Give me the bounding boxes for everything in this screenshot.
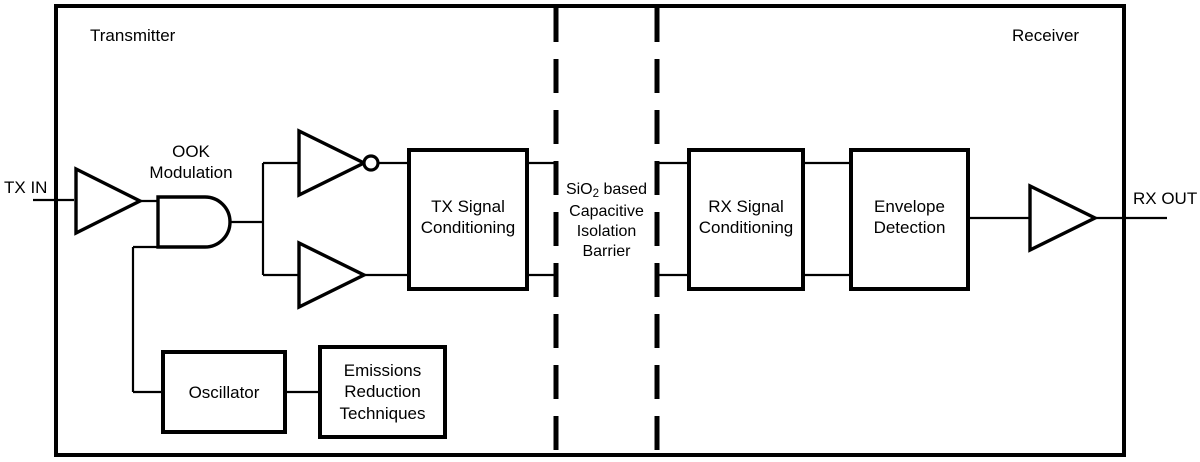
emissions-reduction-techniques-label: Emissions Reduction Techniques (320, 360, 445, 424)
ook-modulation-label: OOK Modulation (130, 141, 252, 184)
output-buffer-icon (1028, 183, 1099, 253)
ook-modulation-line-1: OOK (172, 142, 210, 161)
tx-signal-conditioning-line-2: Conditioning (420, 218, 516, 238)
envelope-detection-line-2: Detection (873, 218, 946, 238)
isolation-barrier-label: SiO2 based Capacitive Isolation Barrier (559, 180, 654, 262)
envelope-detection-block (849, 148, 970, 291)
rx-signal-conditioning-line-2: Conditioning (698, 218, 794, 238)
tx-signal-conditioning-block (407, 148, 529, 291)
envelope-detection-line-1: Envelope (874, 197, 945, 216)
outer-enclosure-border (54, 4, 1126, 457)
oscillator-block (161, 350, 287, 434)
tx-signal-conditioning-line-1: TX Signal (431, 197, 505, 216)
barrier-formula-suffix: based (599, 181, 648, 198)
emissions-reduction-line-2: Reduction (344, 382, 421, 402)
rx-signal-conditioning-line-1: RX Signal (708, 197, 784, 216)
tx-signal-conditioning-label: TX Signal Conditioning (409, 196, 527, 239)
inverter-icon (297, 128, 368, 198)
transmitter-section-label: Transmitter (90, 26, 176, 45)
isolation-barrier-line-2: Capacitive (569, 202, 644, 220)
barrier-formula-subscript: 2 (592, 188, 600, 201)
oscillator-label: Oscillator (163, 382, 285, 403)
inverter-bubble-icon (362, 154, 380, 172)
isolation-barrier-line-4: Barrier (582, 242, 631, 260)
ook-modulation-line-2: Modulation (149, 163, 233, 183)
and-gate-icon (156, 195, 232, 249)
buffer-icon (297, 240, 368, 310)
receiver-section-label: Receiver (1012, 26, 1080, 45)
isolation-barrier-line-1: SiO2 based (559, 180, 654, 202)
barrier-formula-prefix: SiO (565, 181, 593, 198)
oscillator-line-1: Oscillator (188, 383, 260, 402)
input-buffer-icon (74, 166, 144, 236)
rx-signal-conditioning-block (687, 148, 805, 291)
rx-out-port-label: RX OUT (1133, 189, 1198, 208)
emissions-reduction-line-1: Emissions (343, 361, 422, 380)
emissions-reduction-techniques-block (318, 345, 447, 439)
isolation-barrier-line-3: Isolation (576, 222, 637, 240)
emissions-reduction-line-3: Techniques (339, 403, 426, 423)
rx-signal-conditioning-label: RX Signal Conditioning (689, 196, 803, 239)
envelope-detection-label: Envelope Detection (851, 196, 968, 239)
tx-in-port-label: TX IN (4, 178, 48, 197)
